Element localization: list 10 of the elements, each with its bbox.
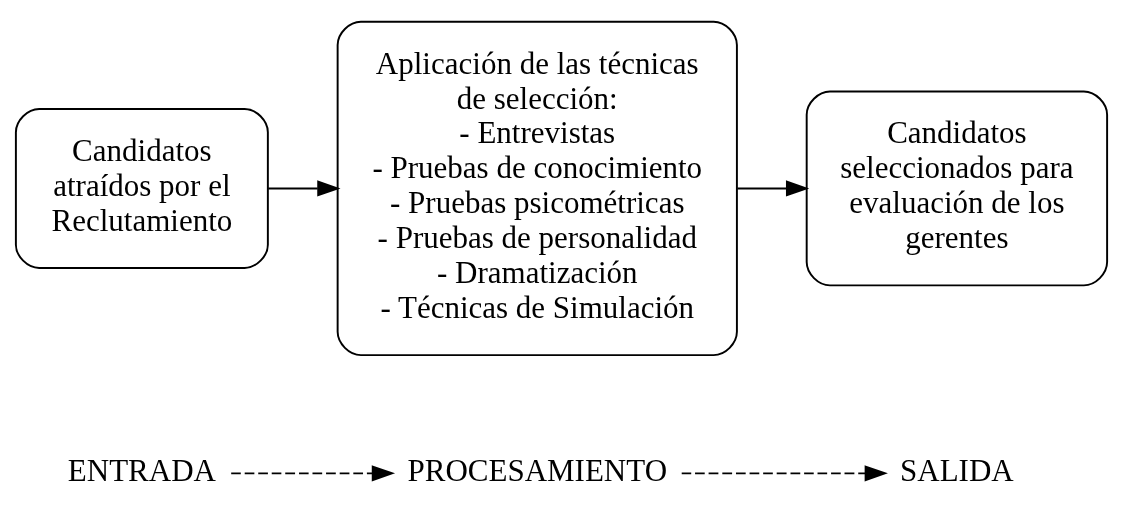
- arrow: [736, 179, 810, 197]
- arrow: [267, 179, 341, 197]
- node-box: Candidatos seleccionados para evaluación de los gerentes: [805, 90, 1109, 286]
- node-text: SALIDA: [900, 452, 1014, 488]
- node-text: ENTRADA: [67, 452, 216, 488]
- node-text: PROCESAMIENTO: [407, 452, 668, 488]
- arrow: [230, 464, 396, 481]
- node-box: Candidatos atraídos por el Reclutamiento: [14, 107, 269, 269]
- node-box: Aplicación de las técnicas de selección: - Entrevistas - Pruebas de conocimiento - Pruebas psicométricas - Pruebas de personalidad - Dramatización - Técnicas de Simulación: [336, 20, 738, 356]
- arrow: [680, 464, 888, 481]
